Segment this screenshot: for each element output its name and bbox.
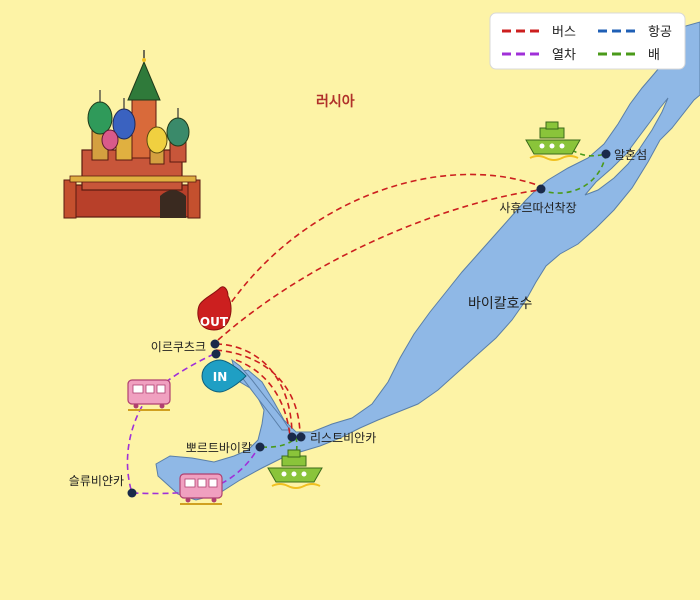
sakhyurta-dot[interactable] (536, 184, 546, 194)
lake-baikal (155, 21, 700, 501)
ship-route-listvyanka-south (293, 436, 298, 463)
lake-label: 바이칼호수 (468, 296, 533, 312)
legend-air-label: 항공 (648, 25, 672, 40)
train-route (126, 353, 259, 495)
country-label: 러시아 (316, 93, 355, 110)
irkutsk-dot[interactable] (210, 339, 220, 349)
in-marker[interactable]: IN (201, 359, 247, 393)
ship-route-port-listvyanka (261, 436, 297, 448)
legend: 버스 항공 열차 배 (489, 12, 686, 70)
port-baikal-dot[interactable] (255, 442, 265, 452)
train-icon (127, 379, 171, 411)
irkutsk-dot-2[interactable] (211, 349, 221, 359)
kremlin-church-icon (63, 50, 201, 219)
olkhon-label: 알혼섬 (614, 148, 647, 162)
ferry-icon (267, 449, 323, 489)
listvyanka-dot[interactable] (287, 432, 297, 442)
bus-route-irkutsk-listvyanka-3 (235, 359, 291, 437)
in-marker-label: IN (213, 370, 228, 384)
listvyanka-dot-2[interactable] (296, 432, 306, 442)
ship-route-sakhyurta-olkhon (539, 153, 607, 194)
train-icon (179, 473, 223, 505)
slyudyanka-dot[interactable] (127, 488, 137, 498)
bus-route-irkutsk-sakhyurta (217, 189, 541, 341)
out-marker[interactable]: OUT (197, 286, 232, 331)
angara-river (231, 358, 291, 431)
slyudyanka-label: 슬류비얀카 (69, 474, 124, 488)
olkhon-island (584, 97, 669, 196)
ferry-icon (525, 121, 581, 161)
bus-route-irkutsk-listvyanka-1 (215, 343, 293, 437)
legend-ship-label: 배 (648, 48, 660, 63)
sakhyurta-label: 사휴르따선착장 (499, 201, 576, 215)
olkhon-dot[interactable] (601, 149, 611, 159)
bus-route-out-sakhyurta (225, 173, 541, 311)
port-baikal-label: 뽀르트바이칼 (186, 441, 252, 455)
legend-bus-label: 버스 (552, 25, 576, 40)
legend-train-label: 열차 (552, 48, 576, 63)
irkutsk-label: 이르쿠츠크 (151, 340, 206, 354)
out-marker-label: OUT (200, 315, 229, 329)
ship-route-ferry-olkhon (571, 149, 607, 157)
listvyanka-label: 리스트비안카 (310, 431, 376, 445)
